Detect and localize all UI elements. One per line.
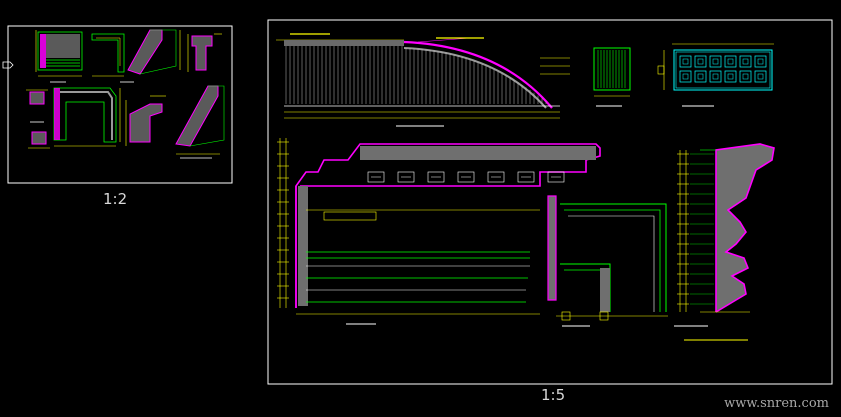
fluted-block bbox=[593, 47, 631, 97]
flute-lines bbox=[285, 46, 551, 105]
scale-label-1-2: 1:2 bbox=[103, 190, 128, 208]
caption-marks bbox=[30, 33, 748, 341]
scale-label-1-5: 1:5 bbox=[541, 386, 566, 404]
small-detail-i bbox=[175, 85, 225, 155]
small-detail-f bbox=[53, 87, 121, 147]
small-detail-g bbox=[28, 131, 50, 149]
arched-elevation bbox=[276, 37, 570, 119]
cornice-elevation bbox=[277, 138, 601, 315]
small-detail-c bbox=[127, 29, 181, 75]
sheet-large bbox=[30, 19, 833, 385]
small-detail-e bbox=[26, 89, 48, 105]
sheet-small-frame bbox=[7, 25, 233, 184]
sheet-small bbox=[2, 25, 233, 184]
right-profile-section bbox=[677, 143, 775, 313]
small-detail-a bbox=[35, 30, 83, 77]
insertion-marker-icon bbox=[2, 61, 14, 69]
small-detail-b bbox=[91, 33, 125, 77]
corner-section bbox=[547, 195, 668, 321]
small-detail-h bbox=[125, 95, 166, 146]
watermark: www.snren.com bbox=[724, 396, 829, 411]
fretwork-panel bbox=[657, 43, 774, 91]
sheet-large-frame bbox=[267, 19, 833, 385]
small-detail-d bbox=[187, 33, 222, 72]
